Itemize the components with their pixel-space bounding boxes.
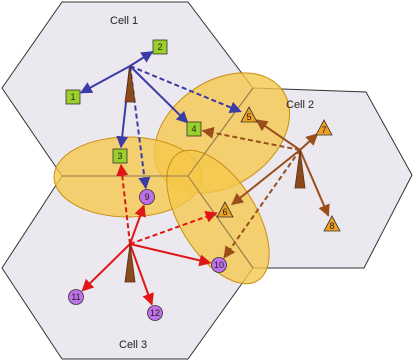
cell2-base-station-icon (294, 149, 306, 189)
square-node-icon (112, 148, 128, 164)
node-12: 12 (147, 305, 163, 321)
cell-label-layer: Cell 1 Cell 2 Cell 3 (110, 15, 314, 351)
link-cell1-to-u5-dashed (129, 65, 242, 114)
node-label: 11 (71, 292, 80, 302)
node-4: 4 (186, 121, 202, 137)
node-2: 2 (152, 39, 168, 55)
node-label: 1 (70, 92, 75, 102)
triangle-node-icon (216, 201, 234, 218)
link-cell2-to-u7-solid (299, 133, 319, 151)
link-cell3-to-u10-solid (129, 243, 212, 267)
link-cell3-to-u3-dashed (116, 163, 131, 245)
link-cell3-to-u6-dashed (129, 210, 218, 245)
node-1: 1 (65, 89, 81, 105)
cell1-base-station-icon (124, 65, 136, 103)
link-cell2-to-u5-solid (255, 119, 301, 151)
link-cell3-to-u9-solid (129, 204, 146, 245)
node-label: 6 (222, 207, 227, 217)
circle-node-icon (68, 289, 84, 305)
sector-line-bottom (187, 175, 254, 269)
node-label: 8 (329, 221, 334, 231)
node-3: 3 (112, 148, 128, 164)
link-cell1-to-u4-solid (129, 65, 189, 124)
circle-node-icon (147, 305, 163, 321)
node-8: 8 (323, 215, 341, 232)
overlap-zone-layer (53, 72, 291, 285)
square-node-icon (186, 121, 202, 137)
square-node-icon (152, 39, 168, 55)
link-cell1-to-u2-solid (129, 50, 154, 67)
node-label: 10 (214, 260, 224, 270)
node-label: 5 (246, 112, 251, 122)
link-cell2-to-u4-dashed (201, 126, 301, 151)
circle-node-icon (139, 189, 155, 205)
triangle-node-icon (323, 215, 341, 232)
cell2-label: Cell 2 (286, 99, 314, 111)
node-label: 7 (321, 125, 326, 135)
link-cell2-to-u8-solid (299, 149, 330, 217)
sector-line-top (187, 87, 254, 177)
triangle-node-icon (315, 119, 333, 136)
node-label: 4 (191, 124, 196, 134)
node-6: 6 (216, 201, 234, 218)
tower-layer (124, 65, 306, 283)
node-7: 7 (315, 119, 333, 136)
cell3-label: Cell 3 (119, 339, 147, 351)
square-node-icon (65, 89, 81, 105)
circle-node-icon (211, 257, 227, 273)
link-cell2-to-u10-dashed (223, 149, 301, 259)
node-label: 2 (157, 42, 162, 52)
node-label: 9 (144, 192, 149, 202)
node-5: 5 (240, 106, 258, 123)
cell1-label: Cell 1 (110, 15, 138, 27)
link-cell3-to-u11-solid (81, 243, 131, 292)
link-cell3-to-u12-solid (129, 243, 154, 306)
node-11: 11 (68, 289, 84, 305)
cell3-base-station-icon (124, 243, 136, 283)
link-cell2-to-u6-solid (231, 149, 301, 206)
node-label: 3 (117, 151, 122, 161)
node-9: 9 (139, 189, 155, 205)
triangle-node-icon (240, 106, 258, 123)
node-10: 10 (211, 257, 227, 273)
link-cell1-to-u1-solid (79, 65, 131, 94)
node-label: 12 (150, 308, 160, 318)
